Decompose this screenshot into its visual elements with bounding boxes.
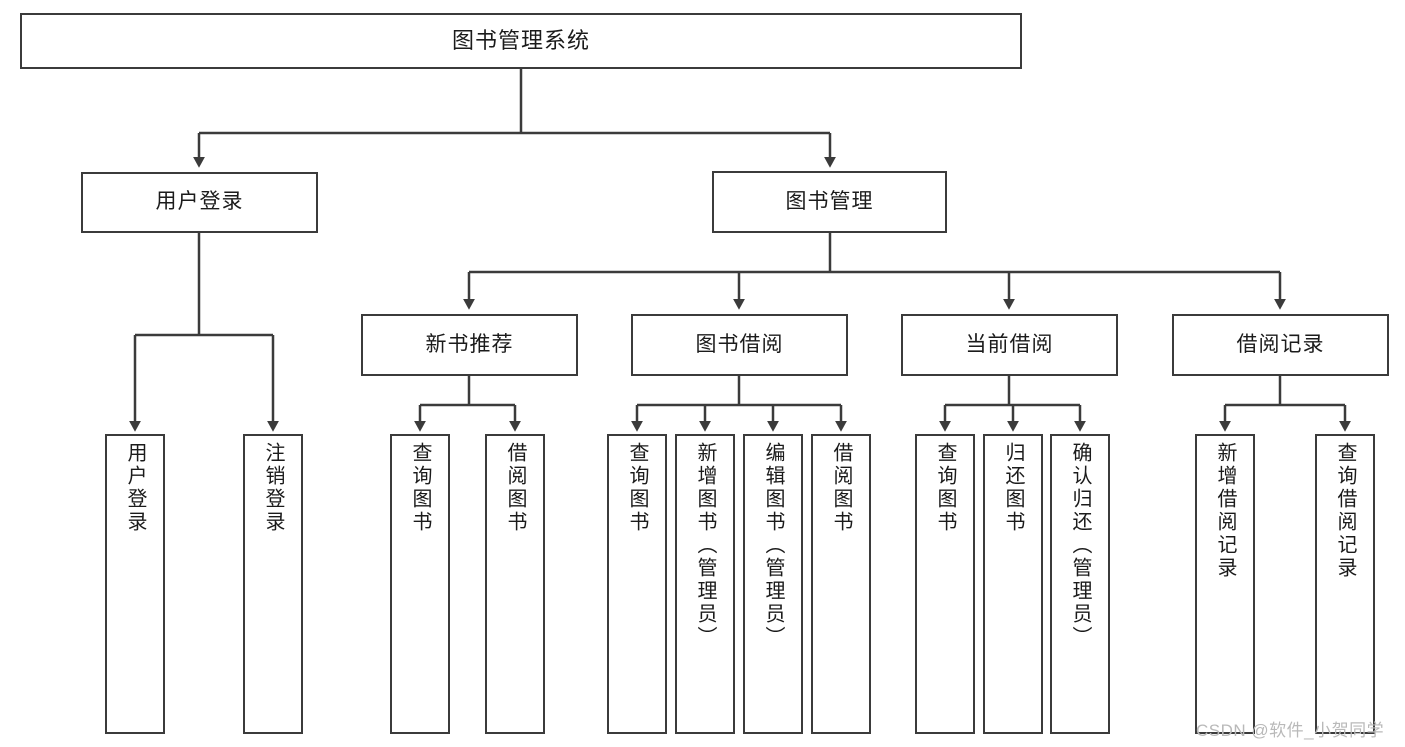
- csdn-watermark: CSDN @软件_小贺同学: [1196, 721, 1385, 740]
- node-label: 新增图书（管理员）: [694, 442, 716, 649]
- node-leaf-borrow-book-1[interactable]: 借阅图书: [485, 434, 545, 734]
- node-borrow-record[interactable]: 借阅记录: [1172, 314, 1389, 376]
- node-label: 确认归还（管理员）: [1069, 442, 1091, 649]
- node-label: 借阅记录: [1236, 332, 1325, 356]
- node-leaf-add-record[interactable]: 新增借阅记录: [1195, 434, 1255, 734]
- node-leaf-borrow-book-2[interactable]: 借阅图书: [811, 434, 871, 734]
- node-leaf-query-book-2[interactable]: 查询图书: [607, 434, 667, 734]
- node-leaf-user-login[interactable]: 用户登录: [105, 434, 165, 734]
- node-label: 图书管理系统: [451, 28, 590, 54]
- node-label: 注销登录: [262, 442, 284, 534]
- node-current-borrow[interactable]: 当前借阅: [901, 314, 1118, 376]
- node-label: 归还图书: [1002, 442, 1024, 534]
- node-book-management[interactable]: 图书管理: [712, 171, 947, 233]
- node-label: 查询图书: [626, 442, 648, 534]
- node-label: 查询图书: [934, 442, 956, 534]
- node-root-system[interactable]: 图书管理系统: [20, 13, 1022, 69]
- node-leaf-confirm-return[interactable]: 确认归还（管理员）: [1050, 434, 1110, 734]
- node-leaf-query-book-3[interactable]: 查询图书: [915, 434, 975, 734]
- node-leaf-return-book[interactable]: 归还图书: [983, 434, 1043, 734]
- node-leaf-logout-login[interactable]: 注销登录: [243, 434, 303, 734]
- node-label: 图书借阅: [695, 332, 784, 356]
- node-label: 查询借阅记录: [1334, 442, 1356, 580]
- node-new-book-recommend[interactable]: 新书推荐: [361, 314, 578, 376]
- node-label: 新书推荐: [425, 332, 514, 356]
- node-label: 借阅图书: [830, 442, 852, 534]
- node-label: 当前借阅: [965, 332, 1054, 356]
- node-label: 用户登录: [124, 442, 146, 534]
- node-leaf-query-record[interactable]: 查询借阅记录: [1315, 434, 1375, 734]
- node-leaf-add-book[interactable]: 新增图书（管理员）: [675, 434, 735, 734]
- node-label: 借阅图书: [504, 442, 526, 534]
- node-leaf-edit-book[interactable]: 编辑图书（管理员）: [743, 434, 803, 734]
- node-label: 新增借阅记录: [1214, 442, 1236, 580]
- node-leaf-query-book-1[interactable]: 查询图书: [390, 434, 450, 734]
- node-label: 编辑图书（管理员）: [762, 442, 784, 649]
- node-user-login[interactable]: 用户登录: [81, 172, 318, 233]
- node-book-borrow[interactable]: 图书借阅: [631, 314, 848, 376]
- node-label: 用户登录: [155, 190, 244, 214]
- node-label: 查询图书: [409, 442, 431, 534]
- node-label: 图书管理: [785, 189, 874, 213]
